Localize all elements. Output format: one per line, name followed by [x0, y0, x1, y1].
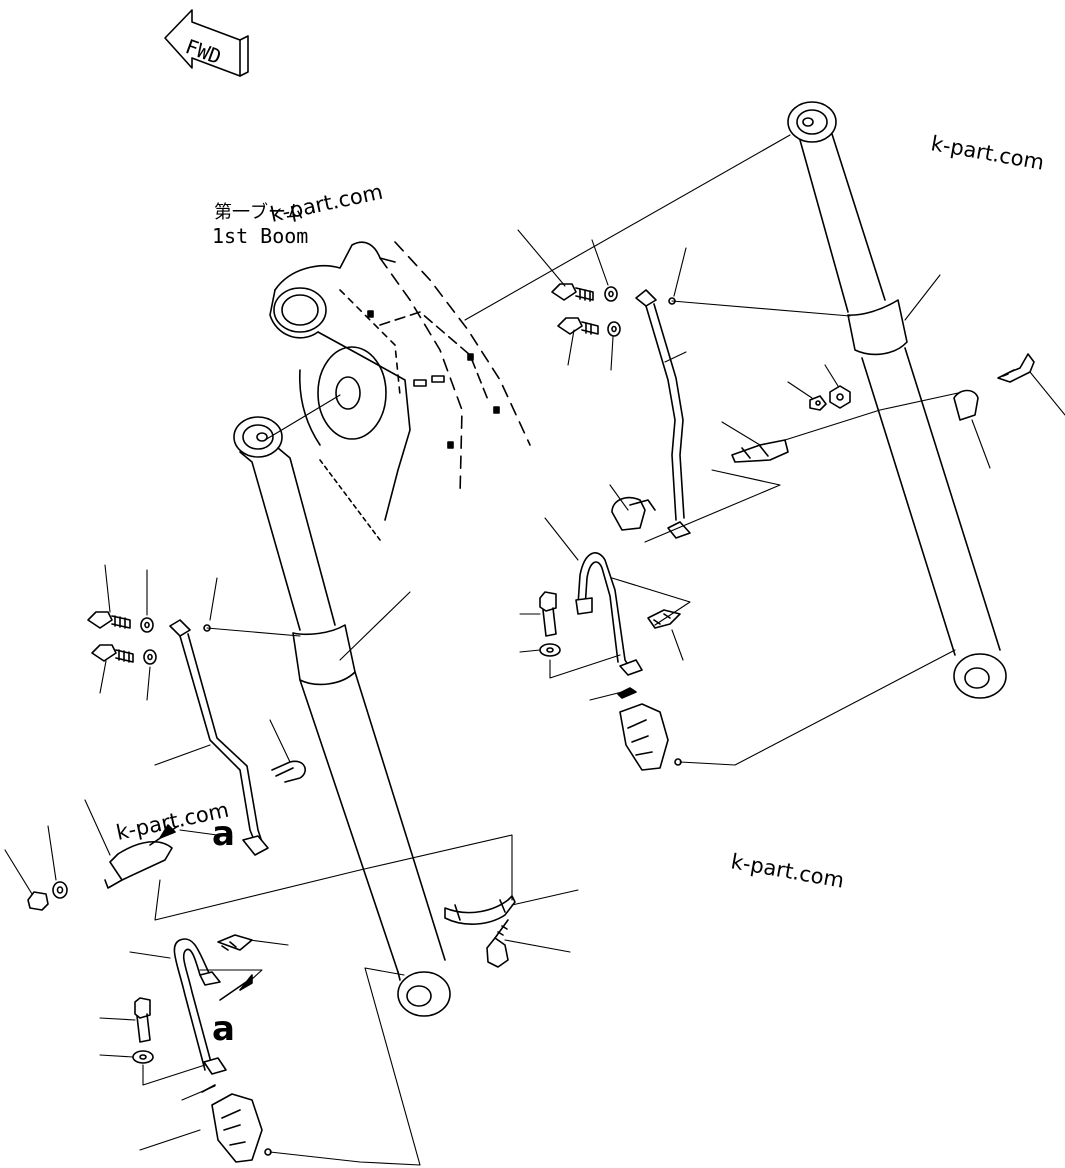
boom-label-jp: 第一ブーム: [214, 201, 303, 223]
right-pipe-assembly: [539, 283, 1035, 771]
fwd-arrow: FWD: [164, 9, 249, 77]
watermark-text: k-part.com: [729, 849, 846, 892]
watermark-text: k-part.com: [929, 131, 1046, 174]
center-clamp: [444, 895, 516, 968]
boom-label-en: 1st Boom: [212, 224, 308, 248]
first-boom: [269, 241, 531, 541]
leader-lines: [4, 134, 1065, 1166]
left-pipe-assembly: [27, 611, 306, 911]
left-lower-pipe: [132, 934, 272, 1163]
left-reference-a: a: [212, 814, 235, 854]
watermark-text: k-part.com: [268, 180, 385, 227]
bottom-reference-a: a: [212, 1009, 235, 1049]
left-boom-cylinder: [233, 416, 451, 1017]
right-boom-cylinder: [787, 101, 1007, 699]
